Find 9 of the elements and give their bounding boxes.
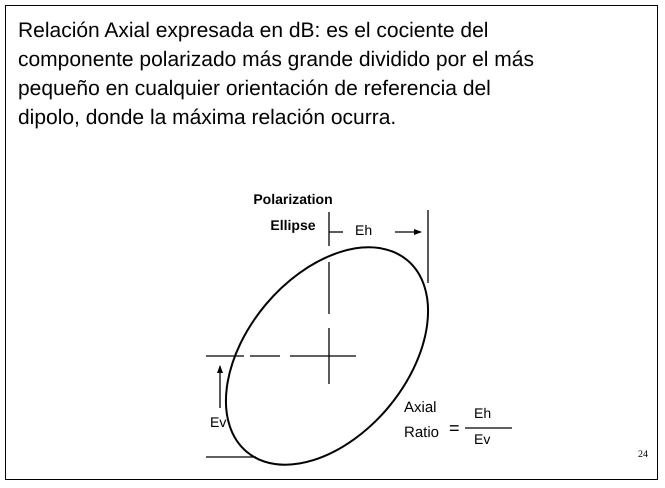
figure-title: Polarization Ellipse	[253, 190, 333, 235]
fraction-numerator: Eh	[474, 405, 492, 421]
fraction-denominator: Ev	[474, 431, 490, 447]
equals-sign: =	[449, 418, 460, 439]
formula-text: Axial Ratio	[404, 398, 440, 443]
dimension-label: Eh	[355, 222, 372, 238]
page-number: 24	[638, 449, 648, 460]
dimension-label: Ev	[210, 414, 226, 430]
description-paragraph: Relación Axial expresada en dB: es el cociente del componente polarizado más grande dividido por el más pequeño en cualquier orientación de referencia del dipolo, donde la máxima relación ocurra.	[18, 18, 535, 131]
